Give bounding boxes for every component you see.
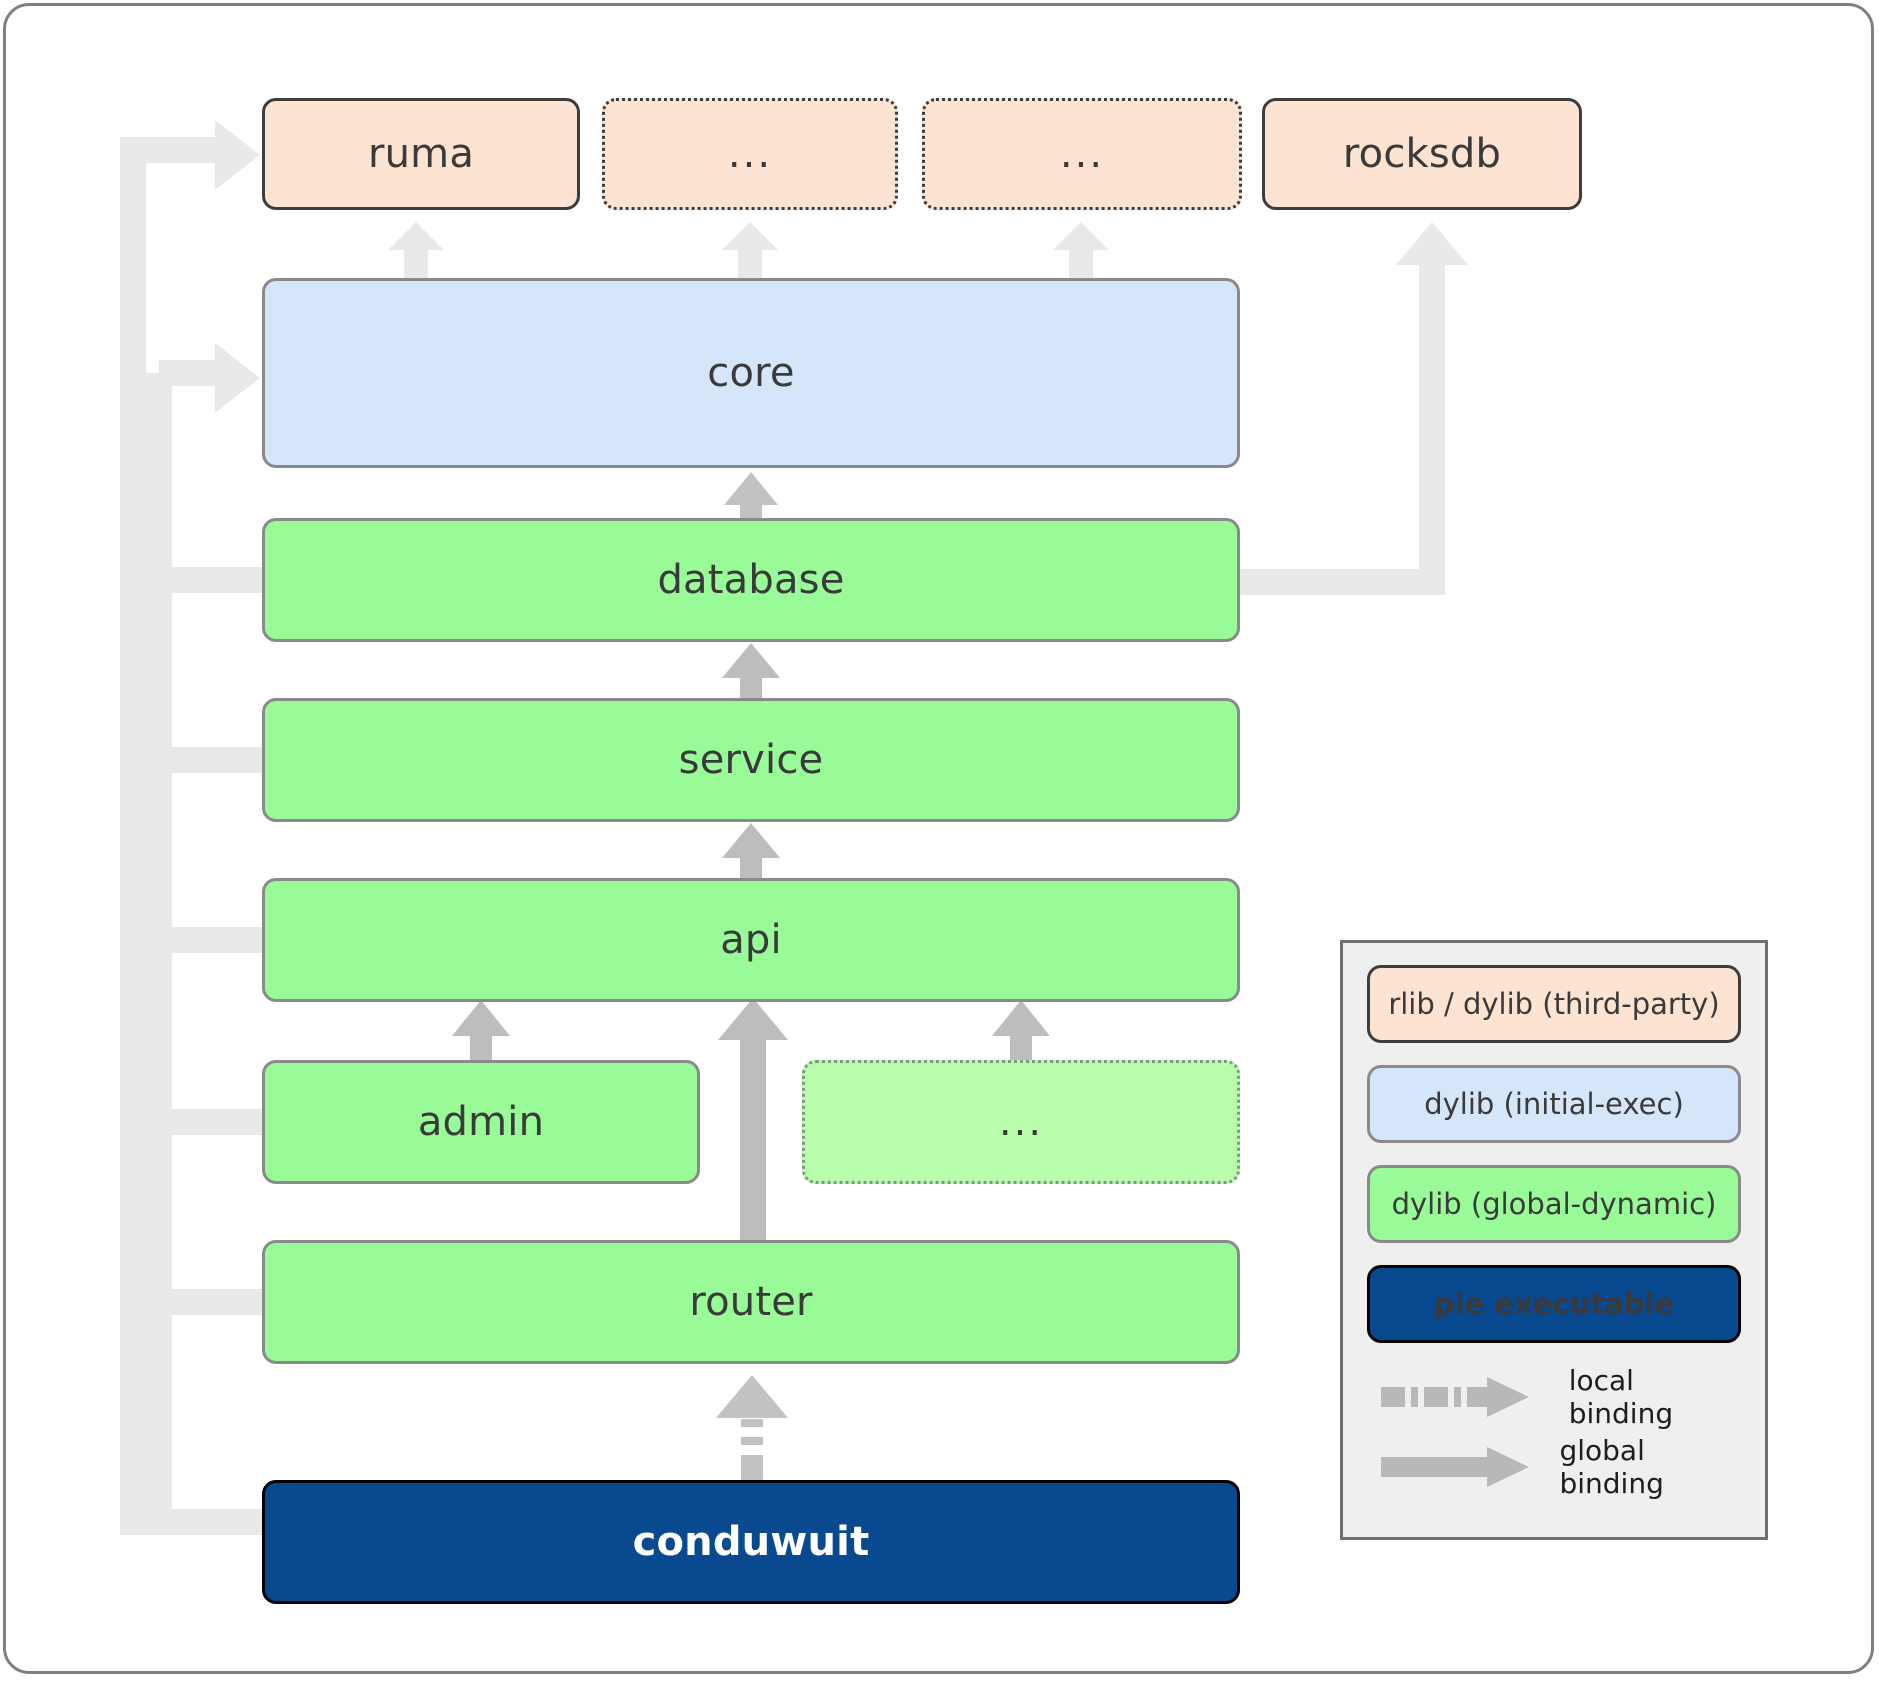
legend-local-binding-label: local binding — [1568, 1364, 1674, 1430]
legend-swatch-dylib-initial-exec: dylib (initial-exec) — [1367, 1065, 1741, 1143]
edge-conduwuit-trunk-outer — [120, 120, 262, 1535]
node-core[interactable]: core — [262, 278, 1240, 468]
legend-swatch-dylib-global-dynamic: dylib (global-dynamic) — [1367, 1165, 1741, 1243]
edge-dots-api — [992, 1000, 1050, 1068]
node-placeholder-top-1[interactable]: ... — [602, 98, 898, 210]
node-database[interactable]: database — [262, 518, 1240, 642]
edge-database-rocksdb — [1240, 222, 1468, 595]
node-conduwuit-label: conduwuit — [632, 1519, 870, 1565]
node-conduwuit[interactable]: conduwuit — [262, 1480, 1240, 1604]
node-service[interactable]: service — [262, 698, 1240, 822]
legend-swatch-pie-executable-label: pie executable — [1433, 1287, 1675, 1321]
node-api[interactable]: api — [262, 878, 1240, 1002]
node-ruma-label: ruma — [367, 131, 475, 177]
node-core-label: core — [707, 350, 795, 396]
edge-service-database — [722, 643, 780, 702]
node-placeholder-top-1-label: ... — [727, 131, 773, 177]
legend-swatch-dylib-initial-exec-label: dylib (initial-exec) — [1424, 1087, 1684, 1121]
node-ruma[interactable]: ruma — [262, 98, 580, 210]
node-placeholder-mid-label: ... — [998, 1099, 1044, 1145]
global-binding-arrow-icon — [1367, 1443, 1545, 1491]
legend-swatch-pie-executable: pie executable — [1367, 1265, 1741, 1343]
edge-admin-api — [452, 1000, 510, 1068]
node-rocksdb[interactable]: rocksdb — [1262, 98, 1582, 210]
node-placeholder-mid[interactable]: ... — [802, 1060, 1240, 1184]
edge-conduwuit-router-local — [716, 1375, 788, 1485]
legend-row-local-binding: local binding — [1367, 1364, 1741, 1430]
node-router-label: router — [689, 1279, 813, 1325]
node-admin-label: admin — [417, 1099, 545, 1145]
legend-swatch-rlib-dylib-third-party: rlib / dylib (third-party) — [1367, 965, 1741, 1043]
edge-conduwuit-trunk-inner — [146, 343, 262, 1522]
edge-router-api — [718, 998, 788, 1247]
node-api-label: api — [720, 917, 782, 963]
legend-panel: rlib / dylib (third-party) dylib (initia… — [1340, 940, 1768, 1540]
legend-swatch-rlib-dylib-third-party-label: rlib / dylib (third-party) — [1388, 987, 1720, 1021]
node-router[interactable]: router — [262, 1240, 1240, 1364]
node-service-label: service — [678, 737, 824, 783]
node-placeholder-top-2-label: ... — [1059, 131, 1105, 177]
node-admin[interactable]: admin — [262, 1060, 700, 1184]
local-binding-arrow-icon — [1367, 1373, 1555, 1421]
node-rocksdb-label: rocksdb — [1342, 131, 1502, 177]
legend-global-binding-label: global binding — [1559, 1434, 1664, 1500]
edge-api-service — [722, 823, 780, 882]
node-placeholder-top-2[interactable]: ... — [922, 98, 1242, 210]
node-database-label: database — [657, 557, 845, 603]
legend-row-global-binding: global binding — [1367, 1434, 1741, 1500]
legend-swatch-dylib-global-dynamic-label: dylib (global-dynamic) — [1391, 1187, 1717, 1221]
